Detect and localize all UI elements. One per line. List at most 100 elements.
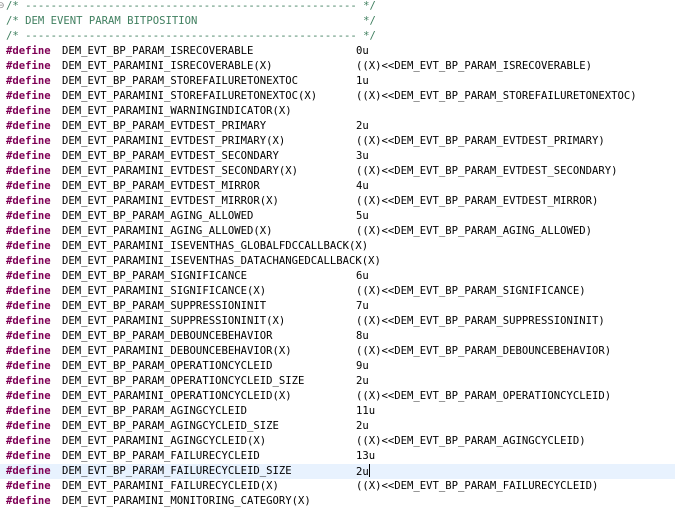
code-line[interactable]: #define DEM_EVT_PARAMINI_AGING_ALLOWED(X)…: [0, 224, 675, 239]
define-keyword: #define: [6, 390, 51, 402]
macro-value: 13u: [356, 449, 375, 464]
macro-value: 8u: [356, 329, 369, 344]
macro-name: DEM_EVT_BP_PARAM_STOREFAILURETONEXTOC: [62, 75, 298, 87]
macro-name: DEM_EVT_BP_PARAM_FAILURECYCLEID: [62, 450, 260, 462]
define-keyword: #define: [6, 465, 51, 477]
define-keyword: #define: [6, 270, 51, 282]
macro-name: DEM_EVT_BP_PARAM_FAILURECYCLEID_SIZE: [62, 465, 292, 477]
macro-value-text: 2u: [356, 375, 369, 387]
code-line[interactable]: #define DEM_EVT_PARAMINI_SUPPRESSIONINIT(…: [0, 314, 675, 329]
current-code-line[interactable]: #define DEM_EVT_BP_PARAM_FAILURECYCLEID_S…: [0, 464, 675, 479]
macro-value: ((X)<<DEM_EVT_BP_PARAM_SIGNIFICANCE): [356, 284, 586, 299]
define-keyword: #define: [6, 180, 51, 192]
define-keyword: #define: [6, 165, 51, 177]
macro-value: 11u: [356, 404, 375, 419]
macro-name: DEM_EVT_BP_PARAM_EVTDEST_MIRROR: [62, 180, 260, 192]
code-line[interactable]: #define DEM_EVT_BP_PARAM_EVTDEST_MIRROR 4u: [0, 179, 675, 194]
macro-value: ((X)<<DEM_EVT_BP_PARAM_AGING_ALLOWED): [356, 224, 592, 239]
macro-name: DEM_EVT_PARAMINI_ISEVENTHAS_GLOBALFDCCAL…: [62, 240, 369, 252]
define-keyword: #define: [6, 420, 51, 432]
code-line[interactable]: /* DEM EVENT PARAM BITPOSITION */: [0, 14, 675, 29]
code-line[interactable]: #define DEM_EVT_BP_PARAM_SUPPRESSIONINIT 7…: [0, 299, 675, 314]
comment-text: /* -------------------------------------…: [6, 0, 376, 12]
code-line[interactable]: #define DEM_EVT_BP_PARAM_STOREFAILURETONE…: [0, 74, 675, 89]
define-keyword: #define: [6, 345, 51, 357]
macro-value-text: ((X)<<DEM_EVT_BP_PARAM_AGING_ALLOWED): [356, 225, 592, 237]
macro-name: DEM_EVT_PARAMINI_SIGNIFICANCE(X): [62, 285, 267, 297]
define-keyword: #define: [6, 360, 51, 372]
macro-value-text: ((X)<<DEM_EVT_BP_PARAM_STOREFAILURETONEX…: [356, 90, 637, 102]
define-keyword: #define: [6, 225, 51, 237]
macro-value: 2u: [356, 119, 369, 134]
macro-value: ((X)<<DEM_EVT_BP_PARAM_FAILURECYCLEID): [356, 479, 598, 494]
macro-name: DEM_EVT_PARAMINI_SUPPRESSIONINIT(X): [62, 315, 286, 327]
macro-value-text: 2u: [356, 466, 369, 478]
macro-value-text: 4u: [356, 180, 369, 192]
code-line[interactable]: /* -------------------------------------…: [0, 29, 675, 44]
define-keyword: #define: [6, 315, 51, 327]
define-keyword: #define: [6, 255, 51, 267]
macro-name: DEM_EVT_PARAMINI_EVTDEST_PRIMARY(X): [62, 135, 286, 147]
define-keyword: #define: [6, 45, 51, 57]
macro-value-text: 7u: [356, 300, 369, 312]
macro-value: ((X)<<DEM_EVT_BP_PARAM_EVTDEST_PRIMARY): [356, 134, 605, 149]
define-keyword: #define: [6, 435, 51, 447]
macro-value: ((X)<<DEM_EVT_BP_PARAM_EVTDEST_MIRROR): [356, 194, 598, 209]
code-line[interactable]: ⊖/* ------------------------------------…: [0, 0, 675, 14]
fold-collapse-icon[interactable]: ⊖: [0, 1, 5, 11]
macro-value-text: 9u: [356, 360, 369, 372]
macro-value-text: ((X)<<DEM_EVT_BP_PARAM_FAILURECYCLEID): [356, 480, 599, 492]
macro-value: ((X)<<DEM_EVT_BP_PARAM_STOREFAILURETONEX…: [356, 89, 637, 104]
macro-value: ((X)<<DEM_EVT_BP_PARAM_ISRECOVERABLE): [356, 59, 592, 74]
macro-value: ((X)<<DEM_EVT_BP_PARAM_SUPPRESSIONINIT): [356, 314, 605, 329]
code-line[interactable]: #define DEM_EVT_BP_PARAM_OPERATIONCYCLEID…: [0, 359, 675, 374]
macro-name: DEM_EVT_BP_PARAM_SUPPRESSIONINIT: [62, 300, 267, 312]
define-keyword: #define: [6, 300, 51, 312]
macro-name: DEM_EVT_BP_PARAM_OPERATIONCYCLEID_SIZE: [62, 375, 305, 387]
macro-name: DEM_EVT_PARAMINI_AGING_ALLOWED(X): [62, 225, 273, 237]
comment-text: /* DEM EVENT PARAM BITPOSITION */: [6, 15, 376, 27]
macro-name: DEM_EVT_BP_PARAM_AGING_ALLOWED: [62, 210, 254, 222]
macro-value-text: 11u: [356, 405, 376, 417]
macro-value-text: ((X)<<DEM_EVT_BP_PARAM_ISRECOVERABLE): [356, 60, 592, 72]
macro-name: DEM_EVT_BP_PARAM_DEBOUNCEBEHAVIOR: [62, 330, 273, 342]
macro-value: 9u: [356, 359, 369, 374]
macro-value: 2u: [356, 374, 369, 389]
macro-value-text: 5u: [356, 210, 369, 222]
macro-value-text: 2u: [356, 120, 369, 132]
define-keyword: #define: [6, 495, 51, 507]
macro-value: 6u: [356, 269, 369, 284]
macro-value-text: 3u: [356, 150, 369, 162]
macro-name: DEM_EVT_BP_PARAM_OPERATIONCYCLEID: [62, 360, 273, 372]
define-keyword: #define: [6, 90, 51, 102]
macro-value: 7u: [356, 299, 369, 314]
define-keyword: #define: [6, 75, 51, 87]
macro-name: DEM_EVT_BP_PARAM_ISRECOVERABLE: [62, 45, 254, 57]
macro-value: 2u: [356, 419, 369, 434]
